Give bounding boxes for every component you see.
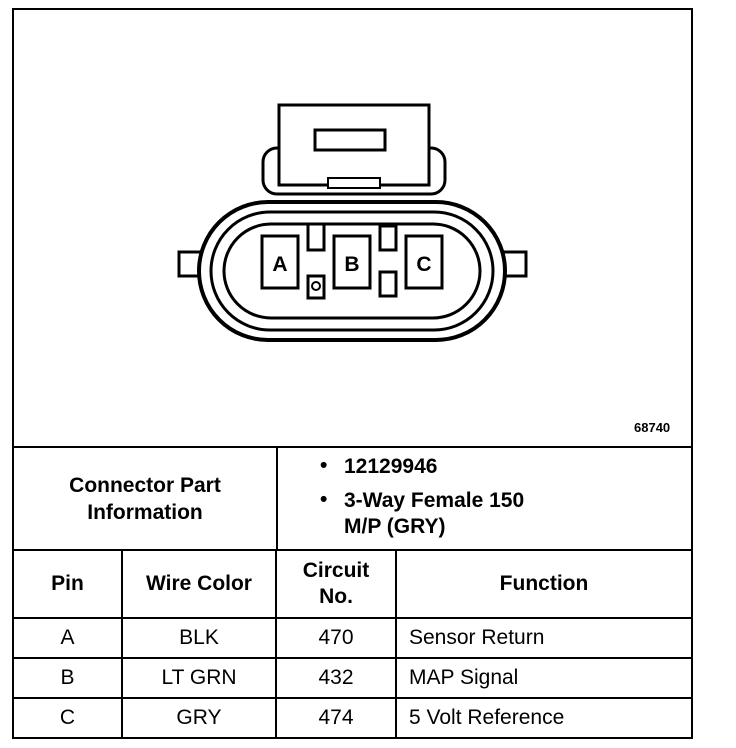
- cell-function: 5 Volt Reference: [395, 697, 691, 737]
- info-label-line2: Information: [87, 500, 203, 524]
- cell-pin: A: [14, 617, 123, 659]
- bullet-icon: •: [320, 454, 328, 477]
- cell-wire-color: BLK: [121, 617, 277, 659]
- key-slot-lower-right: [378, 270, 398, 298]
- table-row: B LT GRN 432 MAP Signal: [14, 657, 691, 699]
- cell-pin: C: [14, 697, 123, 737]
- key-slot-upper-right: [378, 224, 398, 252]
- info-label-line1: Connector Part: [69, 473, 221, 497]
- cell-function: Sensor Return: [395, 617, 691, 659]
- connector-face-drawing: A B C: [177, 103, 528, 342]
- figure-number: 68740: [634, 420, 671, 435]
- pin-cavity-c: [404, 234, 444, 290]
- header-circuit-no: Circuit No.: [275, 551, 397, 619]
- pin-table: Pin Wire Color Circuit No. Function A BL…: [14, 551, 691, 737]
- pin-label-c: C: [416, 253, 431, 276]
- connector-diagram: A B C 68740: [14, 10, 691, 448]
- cell-circuit: 470: [275, 617, 397, 659]
- latch-slot: [313, 128, 387, 152]
- pin-label-b: B: [344, 253, 359, 276]
- cell-wire-color: LT GRN: [121, 657, 277, 699]
- cell-function: MAP Signal: [395, 657, 691, 699]
- pin-cavity-b: [332, 234, 372, 290]
- pin-cavity-a: [260, 234, 300, 290]
- pin-label-a: A: [272, 253, 287, 276]
- cell-circuit: 432: [275, 657, 397, 699]
- connector-page-frame: A B C 68740 Connector Part Information •…: [12, 8, 693, 739]
- header-pin: Pin: [14, 551, 123, 619]
- connector-part-info-row: Connector Part Information • 12129946 • …: [14, 448, 691, 551]
- part-number: 12129946: [344, 455, 438, 478]
- connector-description-line2: M/P (GRY): [344, 515, 446, 538]
- key-slot-upper-left: [306, 222, 326, 252]
- header-function: Function: [395, 551, 691, 619]
- table-row: C GRY 474 5 Volt Reference: [14, 697, 691, 737]
- pin-table-header: Pin Wire Color Circuit No. Function: [14, 551, 691, 619]
- table-row: A BLK 470 Sensor Return: [14, 617, 691, 659]
- cell-wire-color: GRY: [121, 697, 277, 737]
- header-wire-color: Wire Color: [121, 551, 277, 619]
- connector-part-info-list: • 12129946 • 3-Way Female 150 M/P (GRY): [278, 448, 691, 549]
- info-list-item: • 3-Way Female 150 M/P (GRY): [320, 488, 604, 540]
- cell-pin: B: [14, 657, 123, 699]
- connector-part-info-label: Connector Part Information: [14, 448, 278, 549]
- connector-description-line1: 3-Way Female 150: [344, 489, 525, 512]
- bullet-icon: •: [320, 488, 328, 511]
- cell-circuit: 474: [275, 697, 397, 737]
- info-list-item: • 12129946: [320, 454, 604, 480]
